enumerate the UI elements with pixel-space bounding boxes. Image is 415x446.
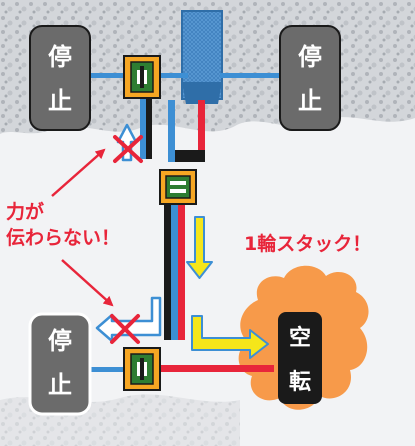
front-left-wheel-label-bottom: 止 (48, 87, 72, 115)
no-power-callout-line2: 伝わらない！ (6, 227, 121, 249)
rear-left-wheel-label-top: 停 (48, 327, 72, 355)
propeller-shaft-blue (171, 190, 178, 340)
callout-pointer-front (51, 148, 106, 197)
front-driveline-dark (146, 97, 152, 159)
transmission-housing (182, 82, 222, 104)
rear-right-wheel-spinning (278, 312, 322, 404)
power-flow-arrow-right (191, 315, 269, 359)
center-link (175, 150, 205, 162)
center-driveline-blue (168, 100, 175, 162)
rear-left-wheel-label-bottom: 止 (48, 371, 72, 399)
front-right-wheel-label-top: 停 (298, 43, 322, 71)
rear-axle-right (154, 365, 274, 372)
blocked-cross-front (113, 135, 143, 163)
center-differential (159, 169, 197, 205)
center-driveline-red (198, 100, 205, 162)
power-flow-arrow-down (186, 216, 213, 279)
no-power-callout-line1: 力が (6, 201, 45, 223)
rear-left-wheel (28, 312, 92, 416)
front-driveline-blue (140, 97, 146, 159)
rear-axle-left (88, 367, 128, 372)
front-right-wheel-label-bottom: 止 (298, 87, 322, 115)
propeller-shaft-red (178, 190, 185, 340)
rear-differential (123, 347, 161, 391)
front-differential (123, 55, 161, 99)
blocked-cross-rear (110, 314, 140, 344)
propeller-shaft-dark (164, 190, 171, 340)
callout-pointer-rear (61, 259, 114, 307)
front-right-wheel (279, 25, 341, 131)
spinning-wheel-label-bottom: 転 (288, 370, 311, 395)
spinning-wheel-label-top: 空 (288, 326, 311, 351)
front-axle-right (220, 73, 282, 78)
front-left-wheel-label-top: 停 (48, 43, 72, 71)
front-left-wheel (29, 25, 91, 131)
stuck-callout: 1輪スタック！ (244, 233, 372, 255)
